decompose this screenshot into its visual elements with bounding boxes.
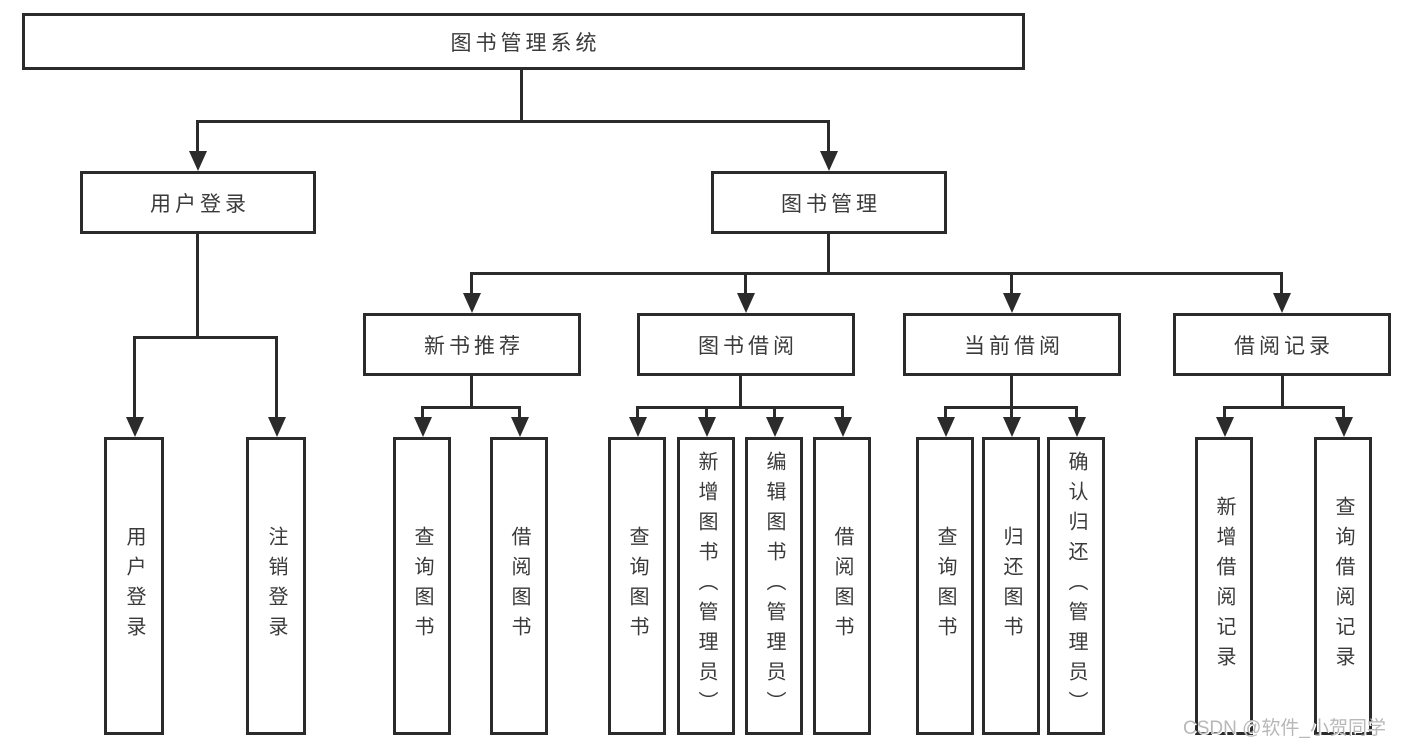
leaf-user-login: 用户登录	[104, 437, 164, 735]
leaf-logout: 注销登录	[246, 437, 306, 735]
leaf-query-borrow-record: 查询借阅记录	[1314, 437, 1372, 735]
node-current-borrowing: 当前借阅	[903, 313, 1121, 376]
node-new-book-recommend: 新书推荐	[363, 313, 581, 376]
connector-new-book-recommend-bar	[421, 406, 521, 409]
arrow-to-current-borrowing	[1002, 272, 1021, 313]
arrow-to-leaf-return-book	[1002, 406, 1021, 437]
arrow-to-leaf-borrow-books-2	[833, 406, 852, 437]
connector-level1-bar	[196, 120, 830, 123]
leaf-query-books-1-label: 查询图书	[411, 526, 433, 646]
leaf-query-books-3-label: 查询图书	[934, 526, 956, 646]
arrow-to-leaf-user-login	[125, 336, 144, 437]
node-library-management-system: 图书管理系统	[22, 13, 1025, 70]
connector-borrowing-records-stem	[1281, 376, 1284, 408]
connector-user-login-bar	[133, 336, 278, 339]
leaf-query-books-3: 查询图书	[916, 437, 974, 735]
connector-current-borrowing-stem	[1010, 376, 1013, 408]
leaf-borrow-books-1: 借阅图书	[490, 437, 548, 735]
arrow-to-book-management	[819, 120, 838, 171]
leaf-confirm-return-admin: 确认归还（管理员）	[1047, 437, 1105, 735]
leaf-query-books-2: 查询图书	[608, 437, 666, 735]
arrow-to-leaf-add-borrow-record	[1215, 406, 1234, 437]
leaf-return-book: 归还图书	[982, 437, 1040, 735]
connector-book-borrowing-stem	[739, 376, 742, 408]
leaf-query-borrow-record-label: 查询借阅记录	[1332, 496, 1354, 676]
leaf-borrow-books-1-label: 借阅图书	[508, 526, 530, 646]
arrow-to-leaf-confirm-return	[1067, 406, 1086, 437]
leaf-add-borrow-record: 新增借阅记录	[1195, 437, 1253, 735]
csdn-watermark: CSDN @软件_小贺同学	[1183, 718, 1386, 739]
arrow-to-leaf-edit-book	[765, 406, 784, 437]
connector-level2-bar	[470, 272, 1283, 275]
arrow-to-leaf-add-book	[697, 406, 716, 437]
arrow-to-leaf-query-books-2	[628, 406, 647, 437]
node-user-login: 用户登录	[80, 171, 316, 234]
arrow-to-leaf-query-books-3	[936, 406, 955, 437]
node-book-borrowing: 图书借阅	[637, 313, 855, 376]
connector-book-management-stem	[827, 234, 830, 274]
leaf-user-login-label: 用户登录	[123, 526, 145, 646]
connector-book-borrowing-bar	[636, 406, 844, 409]
arrow-to-new-book-recommend	[462, 272, 481, 313]
leaf-return-book-label: 归还图书	[1000, 526, 1022, 646]
leaf-add-book-admin-label: 新增图书（管理员）	[695, 451, 717, 721]
arrow-to-leaf-logout	[267, 336, 286, 437]
arrow-to-leaf-borrow-books-1	[510, 406, 529, 437]
node-borrowing-records: 借阅记录	[1173, 313, 1391, 376]
arrow-to-leaf-query-borrow-record	[1334, 406, 1353, 437]
leaf-edit-book-admin: 编辑图书（管理员）	[745, 437, 803, 735]
leaf-borrow-books-2: 借阅图书	[813, 437, 871, 735]
connector-user-login-stem	[196, 234, 199, 338]
connector-new-book-recommend-stem	[470, 376, 473, 408]
leaf-add-book-admin: 新增图书（管理员）	[677, 437, 735, 735]
arrow-to-borrowing-records	[1272, 272, 1291, 313]
connector-root-stem	[520, 70, 523, 122]
leaf-confirm-return-admin-label: 确认归还（管理员）	[1065, 451, 1087, 721]
connector-borrowing-records-bar	[1223, 406, 1345, 409]
leaf-logout-label: 注销登录	[265, 526, 287, 646]
arrow-to-leaf-query-books-1	[413, 406, 432, 437]
arrow-to-user-login	[188, 120, 207, 171]
leaf-query-books-1: 查询图书	[393, 437, 451, 735]
leaf-add-borrow-record-label: 新增借阅记录	[1213, 496, 1235, 676]
node-book-management: 图书管理	[711, 171, 947, 234]
leaf-edit-book-admin-label: 编辑图书（管理员）	[763, 451, 785, 721]
leaf-borrow-books-2-label: 借阅图书	[831, 526, 853, 646]
leaf-query-books-2-label: 查询图书	[626, 526, 648, 646]
arrow-to-book-borrowing	[736, 272, 755, 313]
